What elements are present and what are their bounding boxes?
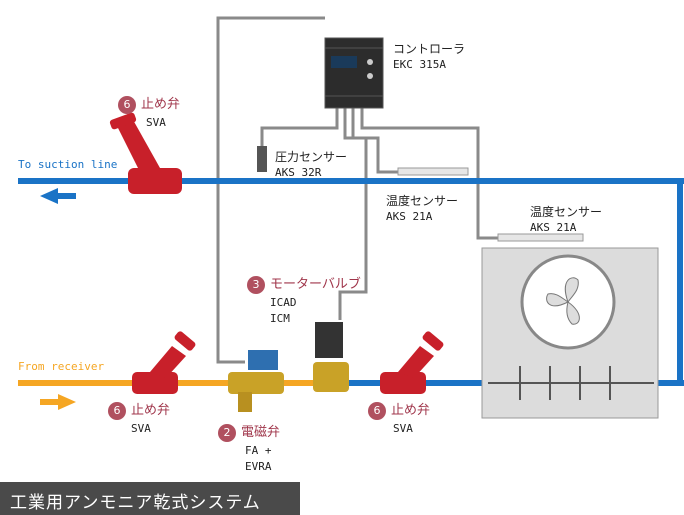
stop-valve-top-name: 止め弁	[141, 97, 181, 112]
pressure-sensor-name: 圧力センサー	[275, 150, 348, 164]
controller-name: コントローラ	[393, 42, 466, 56]
suction-line-label: To suction line	[18, 158, 118, 171]
motor-valve-model-2: ICM	[270, 312, 290, 325]
stop-valve-left-name: 止め弁	[131, 403, 171, 418]
stop-valve-right-name: 止め弁	[391, 403, 431, 418]
motor-valve-badge: 3	[247, 276, 265, 294]
stop-valve-top-model: SVA	[146, 116, 166, 129]
temp-sensor-2-model: AKS 21A	[530, 221, 577, 234]
pressure-sensor-model: AKS 32R	[275, 166, 322, 179]
motor-valve-name: モーターバルブ	[270, 277, 361, 292]
control-wires	[216, 16, 500, 364]
temp-sensor-2-probe	[497, 233, 584, 242]
right-arrow-icon	[40, 394, 76, 410]
pressure-sensor-icon	[257, 146, 267, 172]
stop-valve-left-icon	[132, 331, 196, 394]
temp-sensor-1-name: 温度センサー	[386, 194, 459, 208]
stop-valve-top-icon	[109, 112, 182, 194]
suction-line	[18, 178, 684, 184]
stop-valve-top-badge: 6	[118, 96, 136, 114]
liquid-line	[18, 380, 348, 386]
evaporator-unit	[481, 247, 659, 419]
solenoid-valve-model-1: FA +	[245, 444, 272, 457]
temp-sensor-1-probe	[397, 167, 469, 176]
stop-valve-right-model: SVA	[393, 422, 413, 435]
footer-banner: 工業用アンモニア乾式システム	[0, 482, 300, 515]
solenoid-valve-badge: 2	[218, 424, 236, 442]
stop-valve-left-model: SVA	[131, 422, 151, 435]
left-arrow-icon	[40, 188, 76, 204]
evaporator-return-line	[677, 180, 683, 386]
controller-model: EKC 315A	[393, 58, 446, 71]
stop-valve-right-icon	[380, 331, 444, 394]
motor-valve-icon	[313, 322, 349, 392]
temp-sensor-1-model: AKS 21A	[386, 210, 433, 223]
stop-valve-right-badge: 6	[368, 402, 386, 420]
solenoid-valve-name: 電磁弁	[241, 425, 281, 440]
solenoid-valve-model-2: EVRA	[245, 460, 272, 473]
footer-title: 工業用アンモニア乾式システム	[10, 493, 261, 513]
temp-sensor-2-name: 温度センサー	[530, 205, 603, 219]
receiver-line-label: From receiver	[18, 360, 105, 373]
controller-unit	[324, 37, 384, 109]
motor-valve-model-1: ICAD	[270, 296, 297, 309]
stop-valve-left-badge: 6	[108, 402, 126, 420]
solenoid-valve-icon	[228, 350, 284, 412]
